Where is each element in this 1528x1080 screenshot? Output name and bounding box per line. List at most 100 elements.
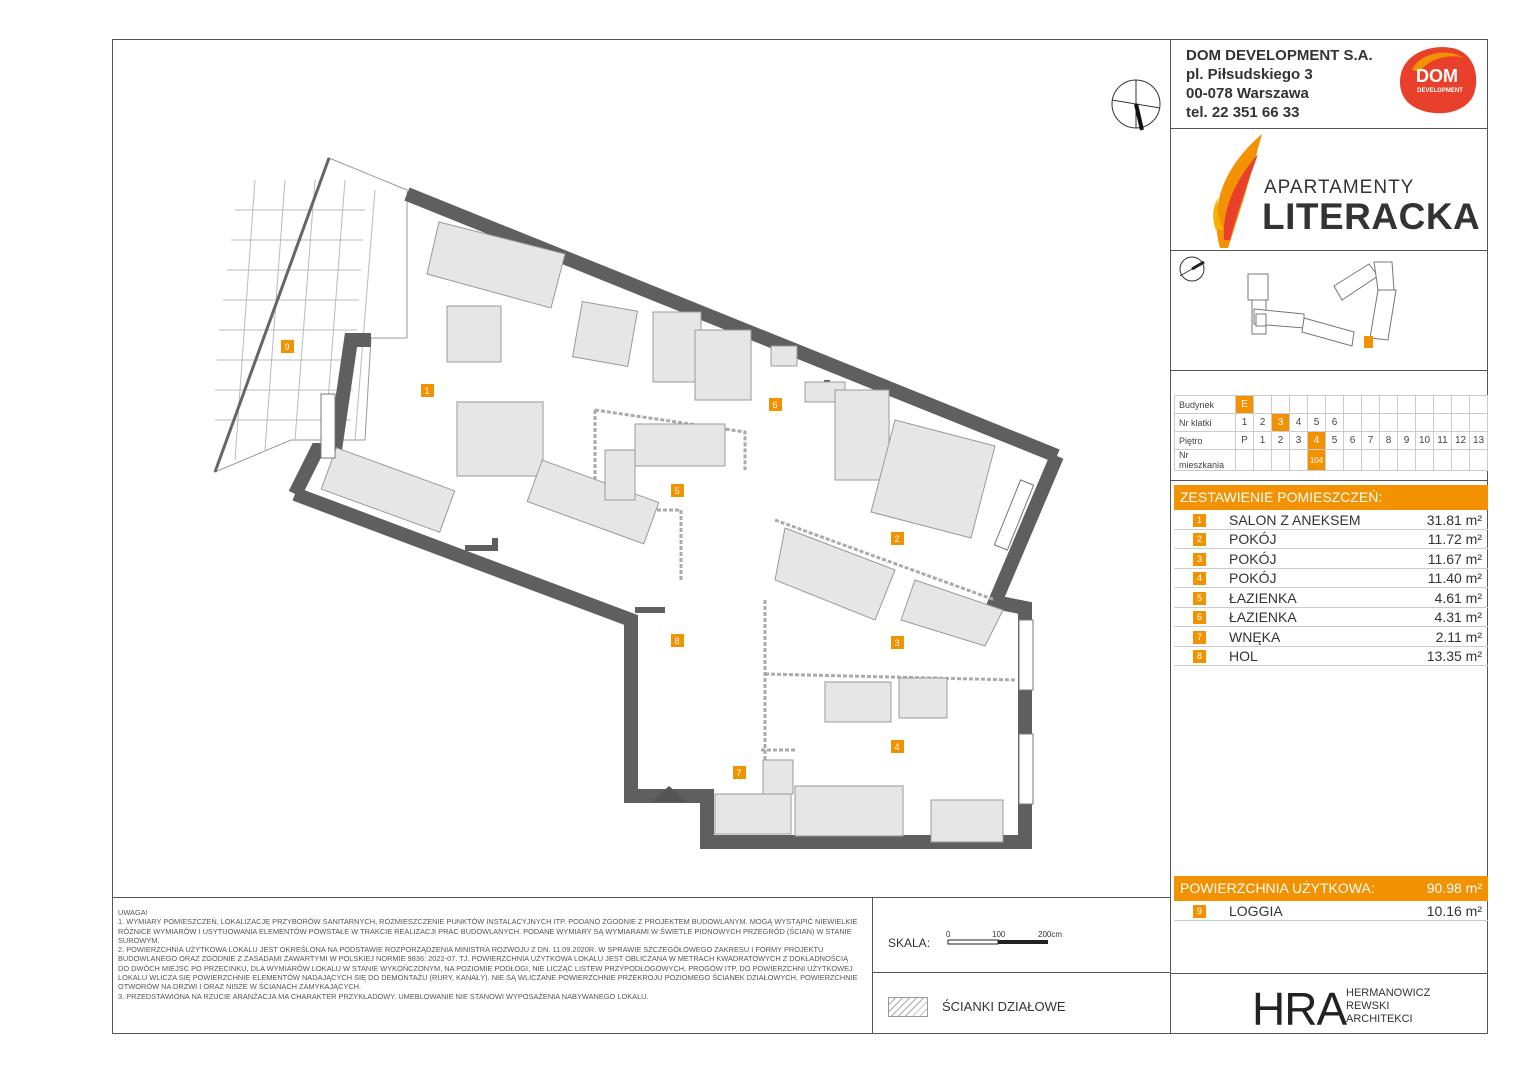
grid-floor-cell: 12 (1451, 431, 1470, 450)
grid-stairwell-cell: 1 (1235, 413, 1254, 432)
grid-row-stairwell: Nr klatki 1 2 3 4 5 6 (1174, 413, 1488, 432)
grid-stairwell-cell: 5 (1307, 413, 1326, 432)
plan-label-7: 7 (736, 768, 741, 778)
note-item: 1. WYMIARY POMIESZCZEŃ, LOKALIZACJĘ PRZY… (118, 917, 858, 945)
dom-logo-text: DOM (1416, 66, 1458, 86)
grid-label-apartment: Nr mieszkania (1174, 449, 1236, 471)
grid-floor-cell: 11 (1433, 431, 1452, 450)
architect-divider (1170, 973, 1488, 974)
company-block: DOM DEVELOPMENT S.A. pl. Piłsudskiego 3 … (1186, 46, 1373, 122)
architect-line-2: REWSKI (1346, 1000, 1390, 1012)
usable-area-label: POWIERZCHNIA UŻYTKOWA: (1180, 880, 1375, 896)
notes-divider (872, 897, 873, 1034)
notes-title: UWAGA! (118, 908, 148, 917)
furniture (320, 221, 1004, 843)
grid-row-building: Budynek E (1174, 395, 1488, 414)
grid-floor-cell: 1 (1253, 431, 1272, 450)
scale-label: SKALA: (888, 936, 931, 950)
grid-stairwell-selected: 3 (1271, 413, 1290, 432)
grid-divider (1170, 480, 1488, 481)
floor-plan: 1 2 3 4 5 6 7 8 9 (213, 157, 1064, 849)
brand-divider (1170, 250, 1488, 251)
info-column-divider (1170, 39, 1171, 1034)
grid-building-value: E (1235, 395, 1254, 414)
grid-floor-cell: 9 (1397, 431, 1416, 450)
plan-bottom-divider (112, 897, 1170, 898)
grid-apartment-number: 104 (1307, 449, 1326, 471)
grid-floor-selected: 4 (1307, 431, 1326, 450)
grid-floor-cell: 8 (1379, 431, 1398, 450)
project-name-top: APARTAMENTY (1264, 177, 1415, 198)
dom-development-logo: DOM DEVELOPMENT (1400, 47, 1477, 114)
company-name: DOM DEVELOPMENT S.A. (1186, 47, 1373, 64)
partition-walls (593, 408, 1016, 790)
loggia-area (213, 157, 408, 473)
project-name-main: LITERACKA (1262, 196, 1481, 237)
literacka-feather-icon (1213, 134, 1262, 248)
grid-row-apartment: Nr mieszkania 104 (1174, 449, 1488, 471)
grid-floor-cell: 13 (1469, 431, 1488, 450)
plan-label-6: 6 (772, 400, 777, 410)
architect-line-1: HERMANOWICZ (1346, 987, 1431, 999)
site-plan-divider (1170, 370, 1488, 371)
scale-tick-100: 100 (992, 930, 1006, 939)
grid-stairwell-cell: 6 (1325, 413, 1344, 432)
north-arrow-icon (1111, 79, 1161, 131)
architect-logo: HRA (1252, 983, 1347, 1035)
company-divider (1170, 128, 1488, 129)
grid-floor-cell: 2 (1271, 431, 1290, 450)
plan-label-3: 3 (894, 638, 899, 648)
partition-walls-label: ŚCIANKI DZIAŁOWE (942, 999, 1066, 1014)
plan-label-8: 8 (674, 636, 679, 646)
company-phone: tel. 22 351 66 33 (1186, 104, 1300, 121)
scale-bar: 0 100 200cm (946, 930, 1062, 945)
grid-label-stairwell: Nr klatki (1174, 413, 1236, 432)
windows (320, 393, 1035, 805)
architect-name: HERMANOWICZ REWSKI ARCHITEKCI (1346, 987, 1430, 1026)
company-address-2: 00-078 Warszawa (1186, 85, 1309, 102)
plan-label-5: 5 (674, 486, 679, 496)
usable-area-value: 90.98 m² (1426, 880, 1482, 896)
grid-stairwell-cell: 4 (1289, 413, 1308, 432)
note-item: 3. PRZEDSTAWIONA NA RZUCIE ARANŻACJA MA … (118, 991, 649, 1001)
site-north-arrow-icon (1179, 256, 1205, 282)
partition-walls-swatch (888, 997, 928, 1017)
grid-label-floor: Piętro (1174, 431, 1236, 450)
grid-stairwell-cell: 2 (1253, 413, 1272, 432)
grid-row-floor: Piętro P 1 2 3 4 5 6 7 8 9 10 11 12 13 (1174, 431, 1488, 450)
grid-floor-cell: 7 (1361, 431, 1380, 450)
scale-tick-200: 200cm (1038, 930, 1062, 939)
room-labels: 1 2 3 4 5 6 7 8 9 (281, 340, 904, 779)
scale-legend-divider (872, 972, 1170, 973)
site-plan (1179, 256, 1397, 348)
plan-label-1: 1 (424, 386, 429, 396)
architect-line-3: ARCHITEKCI (1346, 1013, 1413, 1025)
grid-floor-cell: P (1235, 431, 1254, 450)
notes-block: UWAGA! 1. WYMIARY POMIESZCZEŃ, LOKALIZAC… (118, 908, 858, 1001)
grid-floor-cell: 3 (1289, 431, 1308, 450)
dom-logo-subtext: DEVELOPMENT (1417, 88, 1463, 94)
scale-tick-0: 0 (946, 930, 951, 939)
usable-area-bar: POWIERZCHNIA UŻYTKOWA: 90.98 m² (1174, 876, 1488, 901)
note-item: 2. POWIERZCHNIA UŻYTKOWA LOKALU JEST OKR… (118, 945, 858, 992)
grid-label-building: Budynek (1174, 395, 1236, 414)
plan-label-4: 4 (894, 742, 899, 752)
plan-label-2: 2 (894, 534, 899, 544)
grid-floor-cell: 5 (1325, 431, 1344, 450)
entrance-marker-icon (651, 786, 687, 802)
rooms-header: ZESTAWIENIE POMIESZCZEŃ: (1174, 485, 1488, 510)
plan-label-9: 9 (284, 342, 289, 352)
sheet-frame (112, 39, 1488, 1034)
grid-floor-cell: 10 (1415, 431, 1434, 450)
company-address-1: pl. Piłsudskiego 3 (1186, 66, 1313, 83)
grid-floor-cell: 6 (1343, 431, 1362, 450)
